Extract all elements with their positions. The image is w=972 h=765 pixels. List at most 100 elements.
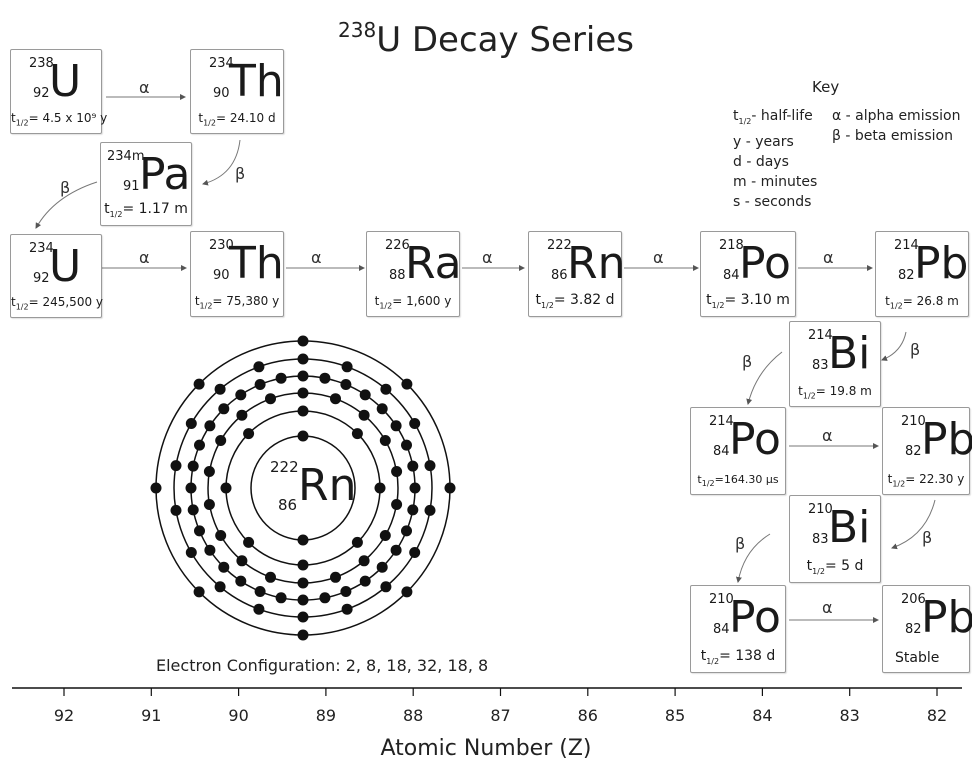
key-beta: β - beta emission [832, 128, 953, 144]
electron [215, 435, 227, 446]
electron [150, 482, 162, 494]
key-right-column: α - alpha emission β - beta emission [832, 106, 961, 146]
nuclide-bi214: 214 Bi 83 t1/2= 19.8 m [789, 321, 881, 407]
electron-configuration: Electron Configuration: 2, 8, 18, 32, 18… [156, 656, 489, 675]
electron [341, 603, 353, 615]
electron [330, 393, 341, 405]
decay-label-beta: β [922, 528, 933, 547]
decay-label-beta: β [742, 352, 753, 371]
nuclide-po214: 214 Po 84 t1/2=164.30 µs [690, 407, 786, 495]
key-left-column: t1/2- half-life y - years d - days m - m… [733, 106, 817, 212]
electron [409, 482, 421, 494]
electron [401, 439, 412, 451]
electron [297, 335, 309, 347]
electron [297, 370, 309, 382]
electron [187, 460, 199, 472]
electron [351, 428, 363, 440]
axis-tick-label: 86 [577, 706, 598, 725]
atom-mass-number: 222 [270, 458, 299, 476]
electron [214, 581, 226, 593]
electron [407, 460, 419, 472]
electron [218, 561, 230, 573]
electron [358, 555, 370, 567]
electron [379, 530, 391, 541]
electron [376, 561, 388, 573]
electron [254, 586, 266, 597]
electron [220, 482, 232, 494]
electron [253, 603, 265, 615]
electron [275, 592, 287, 604]
axis-tick-label: 85 [664, 706, 686, 725]
electron [380, 383, 392, 395]
nuclide-th234: 234 Th 90 t1/2= 24.10 d [190, 49, 284, 134]
electron [424, 504, 436, 516]
electron [194, 439, 205, 451]
decay-label-alpha: α [311, 248, 322, 267]
decay-label-alpha: α [139, 248, 150, 267]
electron [236, 409, 248, 421]
nuclide-u238: 238 U 92 t1/2= 4.5 x 10⁹ y [10, 49, 107, 134]
electron [185, 547, 197, 558]
electron [170, 460, 182, 472]
nuclide-pa234: 234m Pa 91 t1/2= 1.17 m [100, 142, 192, 226]
atom-symbol: Rn [298, 460, 357, 511]
nuclide-pb210: 210 Pb 82 t1/2= 22.30 y [882, 407, 972, 495]
electron [275, 372, 287, 384]
electron [359, 389, 371, 401]
decay-arrows [35, 94, 936, 623]
electron [391, 499, 403, 510]
electron [297, 405, 309, 417]
electron [444, 482, 456, 494]
electron [193, 378, 205, 390]
axis-tick-label: 92 [53, 706, 75, 725]
nuclide-ra226: 226 Ra 88 t1/2= 1,600 y [366, 231, 462, 317]
electron [185, 418, 197, 429]
axis-tick-label: 90 [228, 706, 249, 725]
title-mass-number: 238 [338, 18, 377, 42]
electron [297, 387, 309, 399]
electron [170, 504, 182, 516]
electron [215, 530, 227, 541]
key-seconds: s - seconds [733, 193, 812, 210]
electron [319, 372, 331, 384]
electron [236, 555, 248, 567]
decay-label-alpha: α [822, 426, 833, 445]
axis-tick-label: 84 [752, 706, 773, 725]
axis-label: Atomic Number (Z) [380, 736, 592, 761]
electron [297, 594, 309, 606]
axis-tick-label: 88 [403, 706, 424, 725]
electron [235, 389, 247, 401]
electron [297, 629, 309, 641]
electron [297, 534, 309, 546]
electron [409, 547, 421, 558]
electron [265, 393, 276, 405]
electron [374, 482, 386, 494]
electron [319, 592, 331, 604]
nuclide-pb206: 206 Pb 82 Stable [882, 585, 972, 673]
key-alpha: α - alpha emission [832, 108, 961, 124]
nuclide-u234: 234 U 92 t1/2= 245,500 y [10, 234, 103, 318]
electron [297, 430, 309, 442]
electron [297, 353, 309, 365]
electron [297, 559, 309, 571]
key-half-life: t1/2- half-life [733, 108, 813, 126]
key-years: y - years [733, 133, 794, 150]
electron [297, 611, 309, 623]
electron [407, 504, 419, 516]
electron [187, 504, 199, 516]
electron [351, 536, 363, 548]
nuclide-rn222: 222 Rn 86 t1/2= 3.82 d [528, 231, 625, 317]
nuclide-po210: 210 Po 84 t1/2= 138 d [690, 585, 786, 673]
electron [265, 571, 276, 583]
nuclide-bi210: 210 Bi 83 t1/2= 5 d [789, 495, 881, 583]
electron [391, 466, 403, 477]
electron [203, 499, 215, 510]
electron [297, 577, 309, 589]
electron [390, 420, 402, 432]
electron [379, 435, 391, 446]
electron [254, 379, 266, 390]
electron [358, 409, 370, 421]
electron [214, 383, 226, 395]
electron [185, 482, 197, 494]
diagram-title: 238U Decay Series [0, 18, 972, 60]
